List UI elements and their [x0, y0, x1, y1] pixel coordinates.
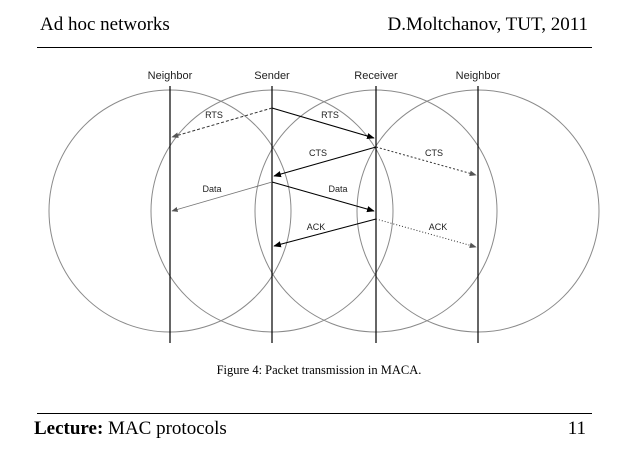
- ack-arrow-to-neighbor: [375, 218, 477, 248]
- rts-arrow-to-receiver: [271, 107, 375, 139]
- footer-lecture-label: Lecture:: [34, 418, 104, 439]
- rts-label-left: RTS: [205, 110, 223, 120]
- page-number: 11: [567, 418, 586, 439]
- node-label-neighbor-left: Neighbor: [148, 70, 193, 82]
- figure-caption: Figure 4: Packet transmission in MACA.: [216, 363, 422, 377]
- data-arrow-to-neighbor: [171, 181, 273, 212]
- node-label-neighbor-right: Neighbor: [456, 70, 501, 82]
- data-label-left: Data: [202, 184, 221, 194]
- footer-lecture: Lecture: MAC protocols: [34, 418, 227, 440]
- cts-label-left: CTS: [309, 148, 327, 158]
- cts-label-right: CTS: [425, 148, 443, 158]
- footer-divider: [37, 413, 592, 414]
- header-divider: [37, 47, 592, 48]
- cts-arrow-to-sender: [273, 146, 377, 178]
- rts-label-right: RTS: [321, 110, 339, 120]
- data-label-right: Data: [328, 184, 347, 194]
- ack-label-right: ACK: [429, 222, 448, 232]
- cts-arrow-to-neighbor: [375, 146, 477, 176]
- slide-header-title: Ad hoc networks: [40, 14, 170, 35]
- node-label-sender: Sender: [254, 70, 290, 82]
- node-label-receiver: Receiver: [354, 70, 398, 82]
- data-arrow-to-receiver: [271, 181, 375, 213]
- slide-header-author: D.Moltchanov, TUT, 2011: [387, 14, 588, 35]
- ack-arrow-to-sender: [273, 218, 377, 248]
- rts-arrow-to-neighbor: [171, 107, 273, 138]
- ack-label-left: ACK: [307, 222, 326, 232]
- footer-lecture-topic: MAC protocols: [108, 418, 227, 439]
